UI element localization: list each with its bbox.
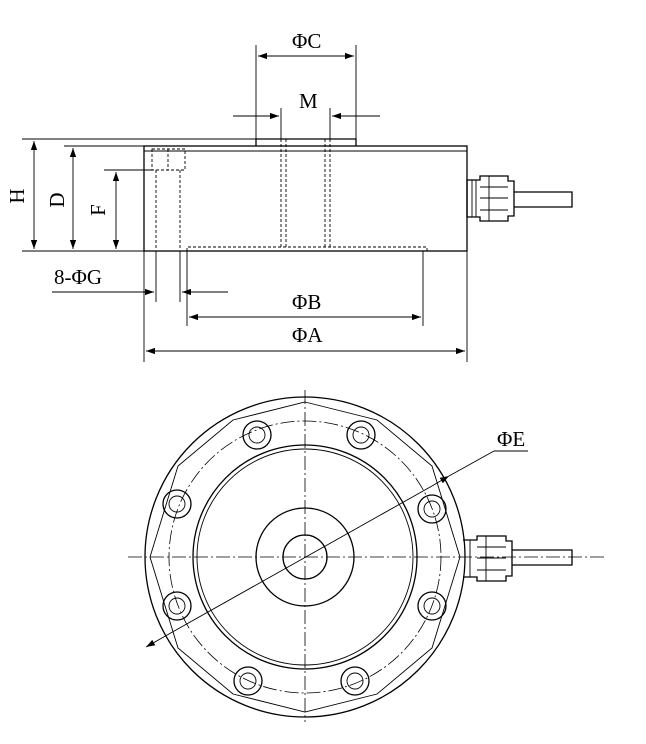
- mounting-hole: [346, 420, 376, 450]
- mounting-hole: [162, 591, 192, 621]
- label-dim-g: 8-ΦG: [54, 265, 102, 289]
- mounting-hole: [417, 591, 447, 621]
- side-view: ΦC M H D F 8-ΦG: [5, 29, 573, 362]
- dim-b: ΦB: [186, 251, 424, 326]
- label-dim-f: F: [86, 204, 110, 216]
- label-dim-m: M: [299, 89, 318, 113]
- cable-gland-plan: [463, 535, 573, 582]
- hub-bore: [282, 534, 328, 580]
- top-boss: [255, 138, 357, 146]
- cable-side: [514, 191, 573, 208]
- mounting-hole: [162, 489, 192, 519]
- dim-m: M: [233, 89, 380, 139]
- dim-c: ΦC: [255, 29, 357, 139]
- bolt-circle: [168, 420, 442, 694]
- mounting-hole: [233, 666, 263, 696]
- label-dim-h: H: [5, 188, 29, 203]
- plan-view: ΦE: [128, 390, 606, 722]
- bottom-recess-hidden: [186, 246, 428, 251]
- hub-outer: [255, 507, 355, 607]
- cable-gland-side: [466, 175, 515, 222]
- mounting-hole: [417, 494, 447, 524]
- side-body: [143, 145, 468, 252]
- label-dim-e: ΦE: [497, 427, 525, 451]
- mounting-holes: [162, 420, 447, 696]
- inner-ring: [192, 444, 418, 670]
- label-dim-d: D: [45, 192, 69, 207]
- outer-edge: [144, 396, 466, 718]
- mounting-hole-hidden: [151, 148, 186, 250]
- center-bore-hidden: [280, 139, 331, 249]
- dim-a: ΦA: [143, 251, 468, 362]
- dim-e: ΦE: [145, 427, 528, 648]
- mounting-hole: [242, 420, 272, 450]
- dim-height: H D F: [5, 138, 256, 252]
- label-dim-c: ΦC: [292, 29, 321, 53]
- label-dim-a: ΦA: [292, 323, 323, 347]
- mounting-hole: [340, 666, 370, 696]
- outer-edge-facets: [149, 401, 461, 713]
- dim-g: 8-ΦG: [52, 251, 228, 302]
- label-dim-b: ΦB: [292, 290, 321, 314]
